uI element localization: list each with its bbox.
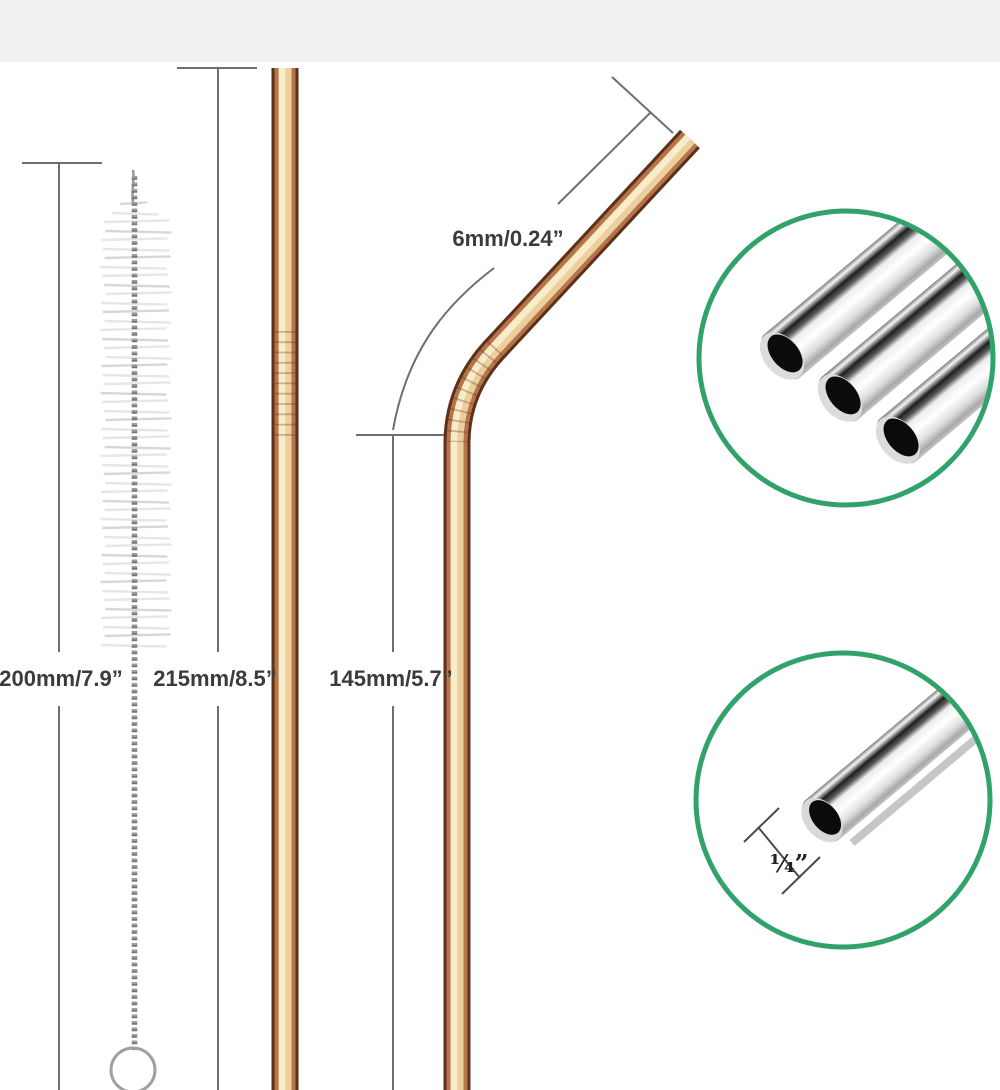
brush-hanging-loop (109, 1046, 157, 1090)
straw-diameter-label: 6mm/0.24” (452, 226, 563, 251)
dimension-200mm: 200mm/7.9” (0, 162, 123, 1090)
dim-cap (781, 856, 821, 895)
bristle (104, 381, 171, 386)
bristle (101, 301, 168, 306)
bent-straw-length-label: 145mm/5.7” (329, 666, 453, 691)
bristle (102, 373, 170, 378)
bent-straw-rings (444, 339, 506, 443)
inset-green-ring (696, 208, 996, 508)
dim-leader (557, 111, 652, 205)
steel-tube-1 (759, 211, 993, 380)
inset-photo-single-tube (801, 653, 990, 847)
bristle (111, 211, 159, 216)
inset-three-tubes (696, 208, 996, 508)
bristle (103, 283, 170, 288)
inset-diameter: ¼” (693, 650, 993, 950)
bristle (104, 445, 171, 450)
inset-diameter-dimension: ¼” (743, 807, 821, 895)
bristle (100, 453, 167, 458)
bristle (105, 607, 172, 612)
inset-photo-three-tubes (759, 211, 993, 464)
bristle (102, 463, 169, 468)
bend-leader-curve (392, 267, 495, 431)
bristle (100, 517, 167, 522)
bristle (105, 543, 172, 548)
bristle (102, 309, 170, 314)
bristle (105, 355, 172, 360)
bristle (105, 417, 172, 422)
cleaning-brush (100, 169, 172, 1090)
dim-cap (743, 807, 780, 843)
steel-tube-2 (817, 211, 993, 422)
steel-tube-closeup (801, 653, 990, 843)
straight-straw (271, 68, 299, 1090)
bristle (102, 399, 169, 404)
dimension-145mm: 145mm/5.7” (329, 434, 453, 1090)
thin-rod (849, 727, 988, 847)
straight-straw-length-label: 215mm/8.5” (153, 666, 277, 691)
top-band (0, 0, 1000, 62)
bristle (104, 507, 171, 512)
bristle (102, 589, 169, 594)
bristle (103, 219, 170, 224)
brush-length-label: 200mm/7.9” (0, 666, 123, 691)
bristle (105, 291, 172, 296)
bristle (103, 471, 170, 476)
bristle (105, 229, 172, 234)
bristle (101, 237, 168, 242)
bristle (104, 255, 171, 260)
bent-straw (443, 129, 700, 1090)
dim-tick (611, 76, 674, 134)
steel-tube-3 (875, 234, 993, 464)
bristle (105, 481, 172, 486)
inset-green-ring (693, 650, 993, 950)
bristle (101, 615, 168, 620)
bristle (104, 319, 171, 324)
inset-diameter-label: ¼” (770, 849, 809, 878)
bristle (104, 633, 171, 638)
bristle (104, 571, 171, 576)
bristle (103, 535, 170, 540)
dimension-6mm: 6mm/0.24” (392, 76, 674, 431)
dim-extent (757, 826, 801, 879)
dimension-215mm: 215mm/8.5” (153, 67, 277, 1090)
